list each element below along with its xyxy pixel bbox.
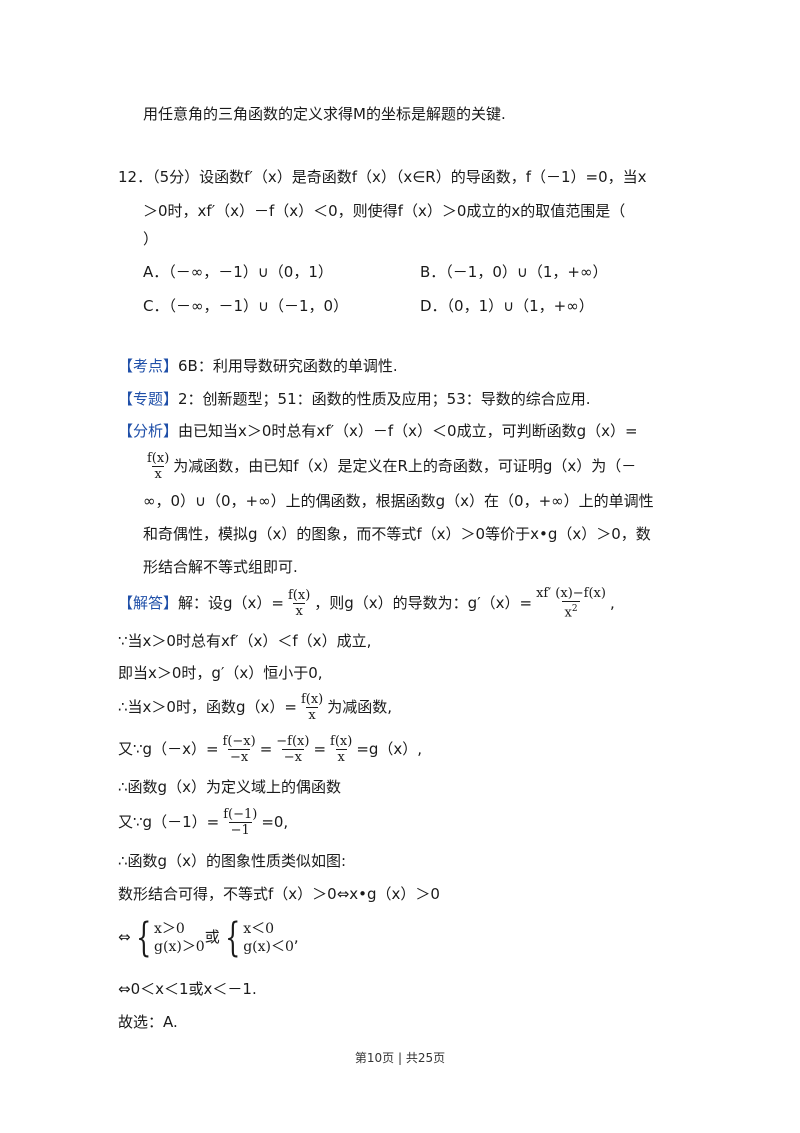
fenxi-text-2: 为减函数，由已知f（x）是定义在R上的奇函数，可证明g（x）为（－ xyxy=(173,457,637,475)
jieda-line-7: 又∵g（－1）=f(−1)−1=0, xyxy=(118,803,288,841)
fenxi-line-4: 和奇偶性，模拟g（x）的图象，而不等式f（x）＞0等价于x•g（x）＞0，数 xyxy=(143,525,651,543)
jieda-text: , xyxy=(609,594,615,612)
fraction-denominator: −1 xyxy=(228,822,252,838)
jieda-line-6: ∴函数g（x）为定义域上的偶函数 xyxy=(118,778,341,796)
zhuanti-line: 【专题】2：创新题型；51：函数的性质及应用；53：导数的综合应用. xyxy=(118,388,591,410)
jieda-line-1: 【解答】解：设g（x）=f(x)x，则g（x）的导数为：g′（x）=xf′ (x… xyxy=(118,584,615,622)
fraction: −f(x)−x xyxy=(274,734,311,765)
fraction-numerator: f(x) xyxy=(147,451,170,466)
fraction-numerator: f(x) xyxy=(330,734,353,749)
kaodian-tag: 【考点】 xyxy=(118,357,179,375)
denominator-base: x xyxy=(564,605,572,621)
zhuanti-tag: 【专题】 xyxy=(118,390,179,408)
system-row: x＞0 xyxy=(154,920,185,937)
question-line-3: ） xyxy=(143,230,159,248)
fraction: xf′ (x)−f(x)x2 xyxy=(534,586,608,620)
fraction-denominator: −x xyxy=(227,749,251,765)
page-footer: 第10页 | 共25页 xyxy=(354,1051,446,1065)
jieda-line-2: ∵当x＞0时总有xf′（x）＜f（x）成立, xyxy=(118,632,372,650)
jieda-text: 为减函数, xyxy=(327,698,393,716)
jieda-line-5: 又∵g（－x）=f(−x)−x=−f(x)−x=f(x)x=g（x）, xyxy=(118,730,422,768)
option-c: C．（－∞，－1）∪（－1，0） xyxy=(143,297,349,315)
equals-sign: = xyxy=(313,740,327,758)
fraction-denominator: x xyxy=(306,707,318,723)
fraction-numerator: xf′ (x)−f(x) xyxy=(536,586,606,602)
jieda-line-11: ⇔0＜x＜1或x＜－1. xyxy=(118,980,257,998)
zhuanti-text: 2：创新题型；51：函数的性质及应用；53：导数的综合应用. xyxy=(178,390,591,408)
jieda-text: , xyxy=(293,928,299,946)
fenxi-tag: 【分析】 xyxy=(118,422,179,440)
fraction-numerator: f(x) xyxy=(287,588,311,603)
fraction-numerator: f(−1) xyxy=(223,807,258,822)
fraction-numerator: f(x) xyxy=(300,692,324,707)
fenxi-text-1: 由已知当x＞0时总有xf′（x）－f（x）＜0成立，可判断函数g（x）= xyxy=(178,422,638,440)
option-d: D．（0，1）∪（1，+∞） xyxy=(420,297,594,315)
fraction-denominator: −x xyxy=(281,749,304,765)
exponent: 2 xyxy=(571,604,578,615)
jieda-text: 又∵g（－x）= xyxy=(118,740,219,758)
fraction-denominator: x xyxy=(152,466,164,482)
system-row: g(x)＞0 xyxy=(154,938,205,955)
intro-text: 用任意角的三角函数的定义求得M的坐标是解题的关键. xyxy=(143,105,506,123)
left-brace: { xyxy=(224,914,241,961)
jieda-text: =0, xyxy=(261,813,289,831)
fraction-denominator: x2 xyxy=(562,601,580,621)
jieda-line-9: 数形结合可得，不等式f（x）＞0⇔x•g（x）＞0 xyxy=(118,885,440,903)
question-line-2: ＞0时，xf′（x）－f（x）＜0，则使得f（x）＞0成立的x的取值范围是（ xyxy=(143,202,626,220)
jieda-text: ∴当x＞0时，函数g（x）= xyxy=(118,698,297,716)
fraction: f(−1)−1 xyxy=(221,807,259,838)
jieda-line-3: 即当x＞0时，g′（x）恒小于0, xyxy=(118,664,323,682)
system-row: g(x)＜0 xyxy=(243,938,294,955)
fraction-numerator: f(−x) xyxy=(222,734,256,749)
jieda-tag: 【解答】 xyxy=(118,594,179,612)
jieda-text: 解：设g（x）= xyxy=(178,594,284,612)
jieda-text: 又∵g（－1）= xyxy=(118,813,220,831)
jieda-text: ，则g（x）的导数为：g′（x）= xyxy=(314,594,533,612)
jieda-line-12: 故选：A. xyxy=(118,1013,178,1031)
option-a: A．（－∞，－1）∪（0，1） xyxy=(143,263,333,281)
fraction: f(x)x xyxy=(299,692,325,723)
kaodian-line: 【考点】6B：利用导数研究函数的单调性. xyxy=(118,355,398,377)
fraction: f(−x)−x xyxy=(221,734,258,765)
iff-symbol: ⇔ xyxy=(118,928,131,946)
kaodian-text: 6B：利用导数研究函数的单调性. xyxy=(178,357,398,375)
fraction-numerator: −f(x) xyxy=(276,734,310,749)
fenxi-line-3: ∞，0）∪（0，+∞）上的偶函数，根据函数g（x）在（0，+∞）上的单调性 xyxy=(143,492,654,510)
fraction-denominator: x xyxy=(293,603,305,619)
fraction: f(x)x xyxy=(328,734,354,765)
fenxi-line-5: 形结合解不等式组即可. xyxy=(143,558,298,576)
fraction: f(x)x xyxy=(286,588,312,619)
jieda-line-8: ∴函数g（x）的图象性质类似如图: xyxy=(118,852,346,870)
jieda-text: =g（x）, xyxy=(356,740,423,758)
fraction: f(x)x xyxy=(145,451,171,482)
left-brace: { xyxy=(135,914,151,961)
fenxi-line-1: 【分析】由已知当x＞0时总有xf′（x）－f（x）＜0成立，可判断函数g（x）= xyxy=(118,420,638,442)
system-row: x＜0 xyxy=(243,920,275,937)
equals-sign: = xyxy=(259,740,273,758)
option-b: B．（－1，0）∪（1，+∞） xyxy=(420,263,608,281)
fraction-denominator: x xyxy=(335,749,347,765)
question-line-1: 12．（5分）设函数f′（x）是奇函数f（x）（x∈R）的导函数，f（－1）=0… xyxy=(118,168,647,186)
or-word: 或 xyxy=(204,928,220,946)
